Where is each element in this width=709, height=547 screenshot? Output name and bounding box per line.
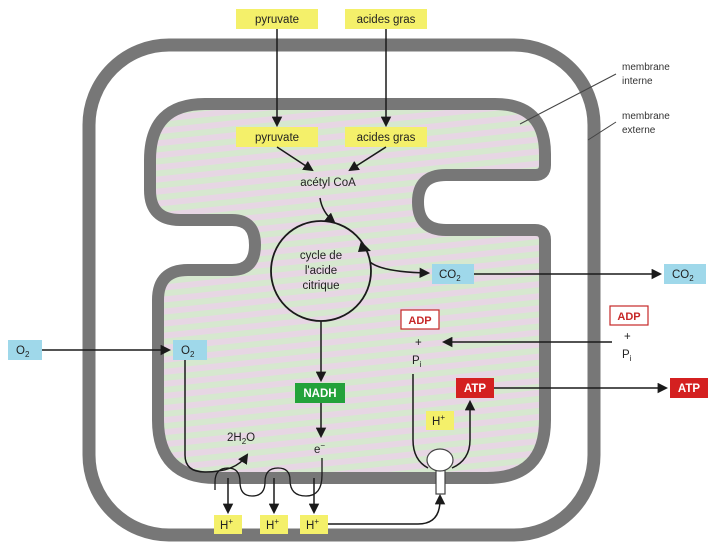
plus-inner-label: + [415, 337, 422, 349]
pyruvate-top-label: pyruvate [255, 14, 299, 26]
cycle-arrowhead [358, 241, 371, 252]
pyruvate-top-box [236, 9, 318, 29]
membrane-interne-label-2: interne [622, 76, 653, 87]
cycle-label-1: cycle de [300, 250, 342, 262]
membrane-externe-label-2: externe [622, 125, 656, 136]
arrow-o2-to-water [184, 360, 249, 473]
adp-inner-box [400, 309, 440, 330]
acides-gras-top-box [345, 9, 427, 29]
co2-outer-label: CO2 [672, 269, 694, 283]
inner-membrane [144, 98, 551, 484]
co2-inner-box [432, 264, 474, 284]
cycle-label-3: citrique [302, 280, 339, 292]
cycle-label-2: l'acide [305, 265, 337, 277]
co2-outer-box [664, 264, 706, 284]
h-plus-label-1: H+ [220, 517, 233, 532]
atp-inner-box [456, 378, 494, 398]
co2-inner-label: CO2 [439, 269, 461, 283]
atp-outer-label: ATP [678, 383, 700, 395]
adp-outer-label: ADP [617, 311, 640, 323]
arrow-adp-to-atp-loop [412, 374, 429, 469]
arrow-cycle-to-co2 [369, 261, 431, 279]
atp-outer-box [670, 378, 708, 398]
callout-line-interne [519, 73, 617, 125]
pi-outer-label: Pi [622, 349, 632, 363]
arrow-acetyl-into-cycle [319, 197, 336, 224]
pi-inner-label: Pi [412, 355, 422, 369]
h-plus-label-2: H+ [266, 517, 279, 532]
h-plus-inner-box [426, 411, 454, 430]
h-plus-box-1 [214, 515, 242, 534]
acides-gras-inner-box [345, 127, 427, 147]
membrane-interne-label-1: membrane [622, 62, 670, 73]
nadh-box [295, 383, 345, 403]
h-plus-box-3 [300, 515, 328, 534]
arrow-h-to-atp-synthase [328, 493, 446, 525]
electron-label: e− [314, 441, 325, 456]
h-plus-inner-label: H+ [432, 413, 445, 428]
o2-outer-box [8, 340, 42, 360]
pyruvate-inner-label: pyruvate [255, 132, 299, 144]
arrow-pyruvate-acetyl [276, 146, 314, 172]
atp-synthase-stalk [435, 467, 446, 495]
nadh-label: NADH [303, 388, 336, 400]
o2-inner-box [173, 340, 207, 360]
acetyl-coa-label: acétyl CoA [300, 177, 356, 189]
electron-transport-path [214, 458, 323, 497]
atp-synthase-head [426, 448, 454, 472]
adp-outer-box [609, 305, 649, 326]
acides-gras-top-label: acides gras [357, 14, 416, 26]
membrane-externe-label-1: membrane [622, 111, 670, 122]
h-plus-box-2 [260, 515, 288, 534]
o2-inner-label: O2 [181, 345, 195, 359]
h-plus-label-3: H+ [306, 517, 319, 532]
pyruvate-inner-box [236, 127, 318, 147]
callout-line-externe [587, 121, 617, 141]
atp-inner-label: ATP [464, 383, 486, 395]
water-label: 2H2O [227, 432, 255, 446]
arrow-acides-acetyl [348, 146, 387, 172]
arrow-synthase-to-atp [451, 399, 476, 469]
adp-inner-label: ADP [408, 315, 431, 327]
o2-outer-label: O2 [16, 345, 30, 359]
acides-gras-inner-label: acides gras [357, 132, 416, 144]
plus-outer-label: + [624, 331, 631, 343]
